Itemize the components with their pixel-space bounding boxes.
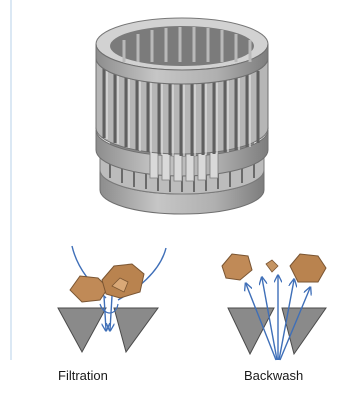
- wedge-wire-left: [228, 308, 274, 354]
- filtration-icon: [58, 246, 166, 352]
- backwash-label: Backwash: [244, 368, 303, 383]
- wedge-wire-right: [114, 308, 158, 352]
- wedge-wire-right: [282, 308, 326, 354]
- backwash-icon: [222, 254, 326, 360]
- particle: [290, 254, 326, 282]
- particle: [266, 260, 278, 272]
- wedge-wire-left: [58, 308, 106, 352]
- filtration-label: Filtration: [58, 368, 108, 383]
- screen-top-rim: [96, 18, 268, 84]
- particle: [222, 254, 252, 280]
- wedge-wire-screen-icon: [96, 18, 268, 214]
